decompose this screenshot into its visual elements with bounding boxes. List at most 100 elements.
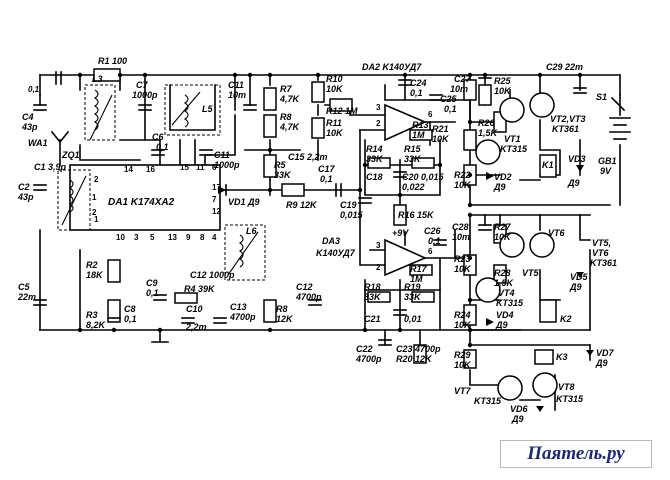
label-c4t: 0,1 (28, 85, 40, 94)
vt7-transistor (497, 375, 523, 401)
label-r12: R12 1M (326, 106, 358, 116)
zq1-pin-2: 2 (94, 175, 99, 184)
k2-relay (539, 299, 557, 323)
label-k3: K3 (556, 352, 568, 362)
k1-relay (539, 154, 557, 178)
label-c1: C1 3,9p (34, 162, 67, 172)
label-c25v: 0,1 (444, 104, 457, 114)
label-r18v: 33K (364, 292, 382, 302)
label-c25: C25 (440, 94, 458, 104)
l6-trimmer (227, 231, 259, 276)
label-vd3: VD3 (568, 154, 586, 164)
r21a-resistor (463, 79, 477, 101)
label-da3: DA3 (322, 236, 340, 246)
label-c29: C29 22m (546, 62, 583, 72)
label-c8v: 0,1 (124, 314, 137, 324)
l5-trimmer (171, 91, 201, 126)
label-r18: R18 (364, 282, 381, 292)
component-labels: R1 100 0,1 C4 43p L3 C7 1000p C11 10m L5… (17, 56, 617, 424)
label-r28: R28 (494, 268, 511, 278)
label-r8bv: 12K (276, 314, 294, 324)
label-da1: DA1 K174XA2 (108, 197, 175, 208)
r25-resistor (478, 84, 492, 106)
label-vd5t: Д9 (569, 282, 582, 292)
capacitors (33, 71, 587, 346)
label-r16: R16 15K (398, 210, 435, 220)
label-r29: R29 (454, 350, 471, 360)
label-c26: C26 (424, 226, 442, 236)
label-r15: R15 (404, 144, 422, 154)
label-vd7t: Д9 (595, 358, 608, 368)
pin-13: 13 (168, 233, 177, 242)
r2-resistor (107, 259, 121, 283)
pin-5: 5 (150, 233, 155, 242)
label-k1: K1 (542, 160, 554, 170)
label-r27: R27 (494, 222, 512, 232)
vd3-diode (576, 165, 584, 172)
label-da2: DA2 K140УД7 (362, 62, 422, 72)
label-vt4: VT4 (498, 288, 515, 298)
label-r20: R20 12K (396, 354, 433, 364)
label-c21b: 0,01 (404, 314, 422, 324)
label-l5: L5 (202, 104, 213, 114)
pin-7: 7 (212, 195, 217, 204)
l6-coil (239, 234, 244, 268)
vt6-transistor (529, 232, 555, 258)
label-c5: C5 (18, 282, 30, 292)
label-c4v: 43p (21, 122, 38, 132)
label-c27: C27 (454, 74, 472, 84)
label-r8: R8 (280, 112, 292, 122)
label-vd2: VD2 (494, 172, 512, 182)
label-vd3t: Д9 (567, 178, 580, 188)
label-c2v: 43p (17, 192, 34, 202)
label-vd1: VD1 Д9 (228, 197, 260, 207)
label-gb1: GB1 (598, 156, 617, 166)
label-r2v: 18K (86, 270, 104, 280)
label-r8v: 4,7K (279, 122, 301, 132)
label-r28v: 1,5K (494, 278, 515, 288)
label-c11v: 10m (228, 90, 246, 100)
r21-resistor (463, 129, 477, 151)
zq1-pin-1: 1 (94, 215, 99, 224)
r17-resistor (409, 264, 433, 276)
da2-pin-6: 6 (428, 110, 433, 119)
vd6-diode (536, 406, 544, 412)
label-vt23t: KT361 (552, 124, 579, 134)
label-c11b: C11 (214, 150, 230, 160)
pin-15: 15 (180, 163, 189, 172)
label-r29v: 10K (454, 360, 472, 370)
r9-resistor (281, 183, 305, 197)
label-r22v: 10K (454, 180, 472, 190)
label-vt7t: KT315 (474, 396, 502, 406)
label-vd6t: Д9 (511, 414, 524, 424)
label-c10: C10 (186, 304, 203, 314)
label-s1: S1 (596, 92, 607, 102)
pin-17: 17 (212, 183, 221, 192)
label-r11v: 10K (326, 128, 344, 138)
label-r26: R26 (478, 118, 496, 128)
r5-resistor (263, 154, 277, 178)
r8-resistor (263, 114, 277, 138)
da2-pin-2: 2 (376, 119, 381, 128)
label-c8: C8 (124, 304, 136, 314)
zq1-frame (57, 169, 91, 231)
label-r23v: 10K (454, 264, 472, 274)
label-r5v: 33K (274, 170, 292, 180)
label-c28: C28 (452, 222, 469, 232)
label-c9v: 0,1 (146, 288, 159, 298)
label-c17v: 0,1 (320, 174, 333, 184)
junction-dots (77, 72, 583, 348)
label-r24: R24 (454, 310, 471, 320)
label-r14: R14 (366, 144, 383, 154)
label-r7v: 4,7K (279, 94, 301, 104)
label-plus9: +9V (392, 228, 409, 238)
label-wa1: WA1 (28, 138, 48, 148)
label-c23: C23 4700p (396, 344, 441, 354)
pin-12: 12 (212, 207, 221, 216)
label-c19v: 0,015 (340, 210, 364, 220)
label-vt56b: VT6 (592, 248, 610, 258)
label-c22: C22 (356, 344, 373, 354)
label-c16v: 0,022 (402, 182, 425, 192)
pin-16: 16 (146, 165, 155, 174)
label-c11: C11 (228, 80, 244, 90)
